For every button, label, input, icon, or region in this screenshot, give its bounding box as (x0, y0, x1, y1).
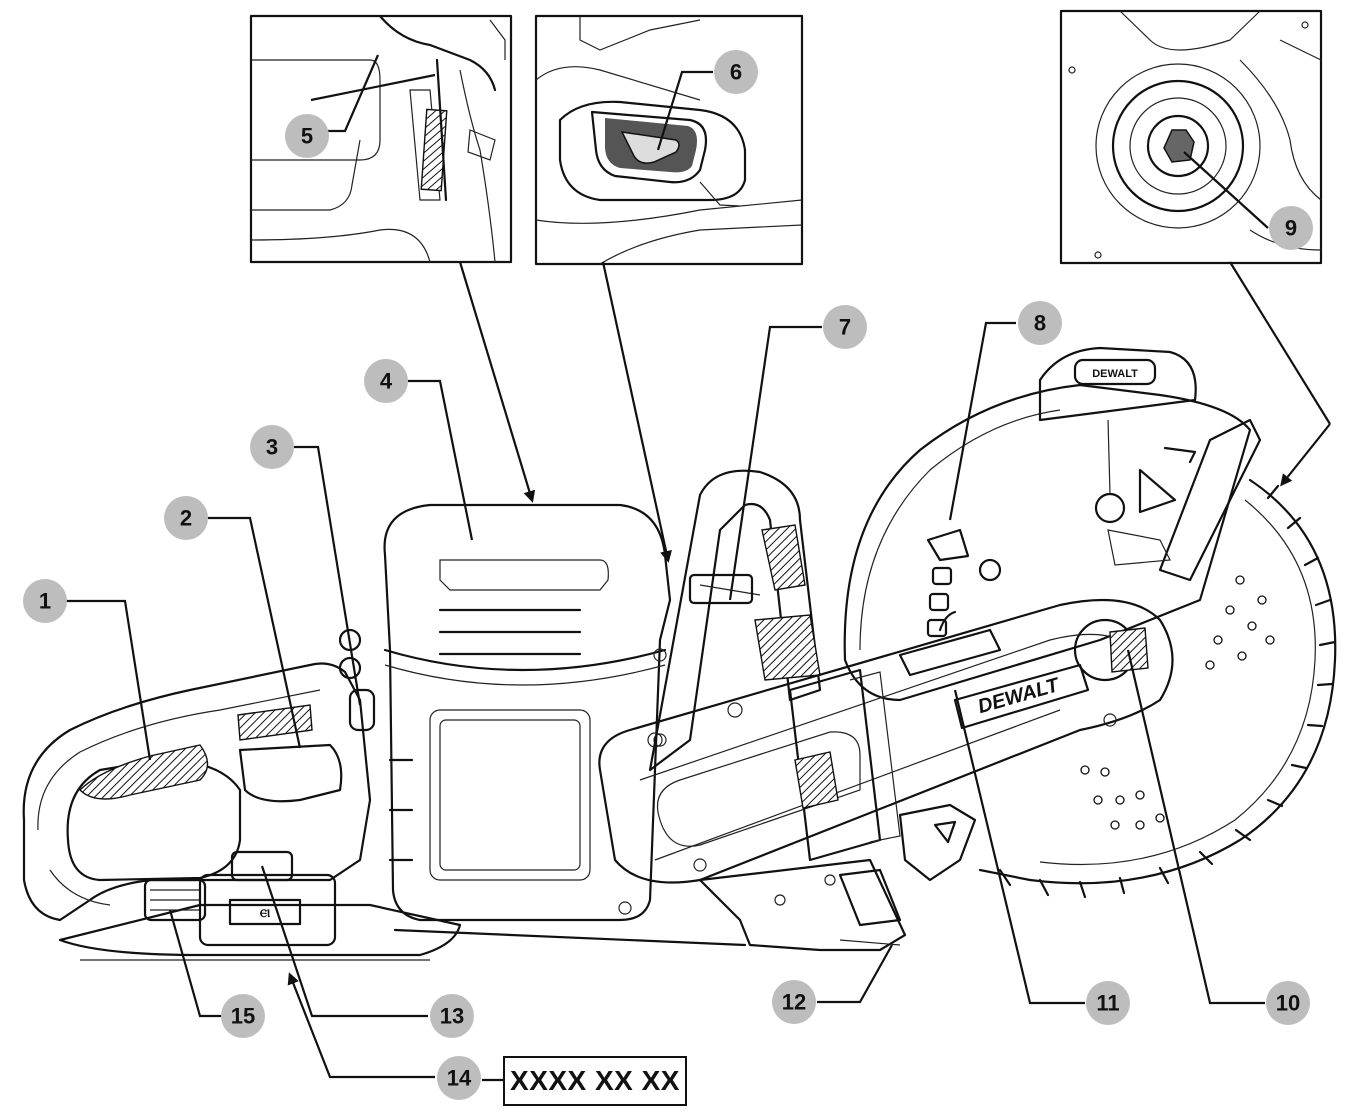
callout-3: 3 (250, 425, 294, 469)
callout-12: 12 (772, 980, 816, 1024)
callout-9: 9 (1269, 206, 1313, 250)
callout-13: 13 (430, 994, 474, 1038)
callout-8: 8 (1018, 301, 1062, 345)
svg-text:11: 11 (1096, 991, 1119, 1016)
diamond-blade (978, 478, 1337, 899)
lock-off-switch (348, 688, 376, 732)
callout-14: 14 (437, 1056, 481, 1100)
callout-2: 2 (164, 496, 208, 540)
svg-text:10: 10 (1276, 991, 1300, 1016)
callout-5: 5 (285, 114, 329, 158)
inset-panel-lock-off-button (534, 14, 804, 266)
callout-leaders (66, 54, 1269, 1082)
battery-housing (383, 503, 672, 922)
svg-text:7: 7 (839, 315, 851, 340)
date-code-box: XXXX XX XX (503, 1056, 687, 1106)
svg-text:3: 3 (266, 435, 278, 460)
drive-arm (598, 598, 1174, 884)
svg-text:1: 1 (39, 589, 51, 614)
inset-panel-depth-rod (249, 14, 513, 264)
inset-pointer-arrow-1 (458, 261, 536, 503)
svg-text:4: 4 (380, 369, 393, 394)
inset-pointer-arrow-3 (1229, 261, 1331, 425)
svg-text:ⲈⲒ: ⲈⲒ (260, 908, 270, 920)
svg-text:15: 15 (231, 1004, 255, 1029)
guard-badge-text: DEWALT (1092, 368, 1138, 380)
callout-15: 15 (221, 994, 265, 1038)
inset-pointer-arrow-2 (601, 261, 672, 563)
svg-text:12: 12 (782, 990, 806, 1015)
trigger (238, 743, 343, 803)
callout-7: 7 (823, 305, 867, 349)
front-handle (648, 469, 822, 772)
blade-guard (843, 383, 1252, 702)
svg-text:8: 8 (1034, 311, 1046, 336)
callout-6: 6 (714, 50, 758, 94)
svg-text:9: 9 (1285, 216, 1297, 241)
svg-text:2: 2 (180, 506, 192, 531)
brand-plate (953, 663, 1090, 730)
callout-10: 10 (1266, 981, 1310, 1025)
svg-text:5: 5 (301, 124, 313, 149)
rear-handle (22, 662, 372, 922)
svg-text:13: 13 (440, 1004, 464, 1029)
cut-off-saw: ⲈⲒ DEWALT (22, 346, 1337, 961)
callout-1: 1 (23, 579, 67, 623)
callout-4: 4 (364, 359, 408, 403)
svg-text:6: 6 (730, 60, 742, 85)
callout-11: 11 (1086, 981, 1130, 1025)
svg-text:14: 14 (447, 1066, 472, 1091)
